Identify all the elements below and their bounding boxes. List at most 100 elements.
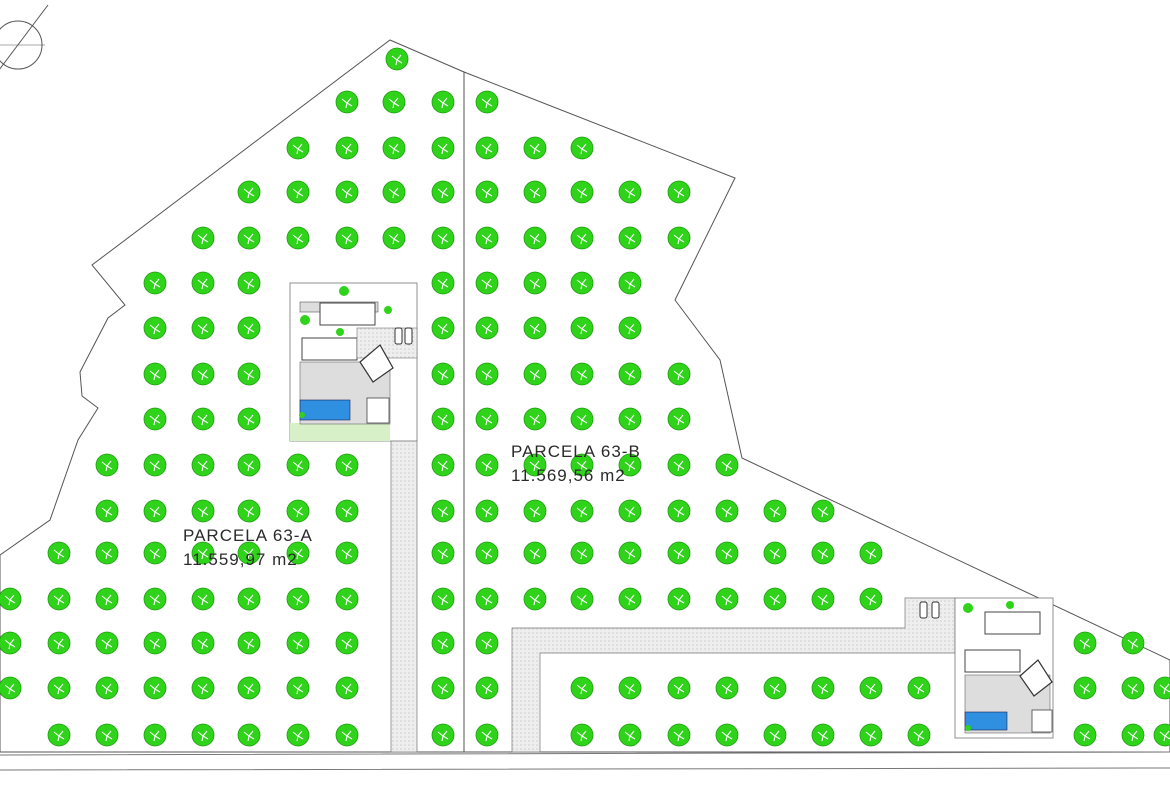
tree-icon [475,90,499,114]
tree-icon [431,136,455,160]
tree-icon [95,541,119,565]
tree-icon [1121,723,1145,747]
tree-icon [715,453,739,477]
tree-icon [286,723,310,747]
tree-icon [191,587,215,611]
tree-icon [335,587,359,611]
tree-icon [431,453,455,477]
tree-icon [570,316,594,340]
tree-icon [143,362,167,386]
tree-icon [237,541,261,565]
tree-icon [1073,723,1097,747]
tree-icon [237,271,261,295]
parcel-name: PARCELA 63-A [183,526,313,545]
tree-icon [431,271,455,295]
tree-icon [763,723,787,747]
tree-icon [811,499,835,523]
tree-icon [618,676,642,700]
tree-icon [523,316,547,340]
tree-icon [0,676,22,700]
tree-icon [715,499,739,523]
tree-icon [431,723,455,747]
tree-icon [191,676,215,700]
tree-icon [237,499,261,523]
tree-icon [335,136,359,160]
tree-icon [570,453,594,477]
tree-icon [335,226,359,250]
tree-icon [667,226,691,250]
tree-icon [1073,631,1097,655]
tree-icon [715,587,739,611]
tree-icon [618,407,642,431]
north-arrow-icon [0,4,49,70]
tree-icon [191,541,215,565]
tree-icon [667,180,691,204]
tree-icon [667,676,691,700]
house-plot-a [289,282,418,442]
tree-icon [143,676,167,700]
tree-icon [667,587,691,611]
tree-icon [811,676,835,700]
tree-icon [667,541,691,565]
tree-icon [475,676,499,700]
tree-icon [237,631,261,655]
tree-icon [667,362,691,386]
trees-layer [0,47,1170,747]
tree-icon [143,271,167,295]
tree-icon [382,180,406,204]
tree-icon [475,226,499,250]
tree-icon [382,226,406,250]
tree-icon [475,723,499,747]
tree-icon [95,499,119,523]
tree-icon [667,723,691,747]
tree-icon [1153,676,1170,700]
tree-icon [191,362,215,386]
tree-icon [237,362,261,386]
tree-icon [475,271,499,295]
tree-icon [143,316,167,340]
parcel-label-63-b: PARCELA 63-B 11.569,56 m2 [511,440,641,488]
tree-icon [523,587,547,611]
tree-icon [191,453,215,477]
tree-icon [475,407,499,431]
tree-icon [523,226,547,250]
tree-icon [715,723,739,747]
tree-icon [191,499,215,523]
tree-icon [763,676,787,700]
pool-icon [299,399,351,421]
tree-icon [1073,676,1097,700]
tree-icon [143,453,167,477]
tree-icon [191,316,215,340]
tree-icon [47,631,71,655]
tree-icon [523,271,547,295]
tree-icon [907,723,931,747]
tree-icon [570,723,594,747]
tree-icon [859,587,883,611]
tree-icon [859,676,883,700]
parcel-a-boundary [0,39,465,753]
tree-icon [47,541,71,565]
tree-icon [335,499,359,523]
tree-icon [618,541,642,565]
parcel-name: PARCELA 63-B [511,442,641,461]
tree-icon [523,499,547,523]
tree-icon [570,271,594,295]
tree-icon [763,499,787,523]
tree-icon [1121,631,1145,655]
tree-icon [431,541,455,565]
tree-icon [811,723,835,747]
tree-icon [286,499,310,523]
tree-icon [475,631,499,655]
tree-icon [47,723,71,747]
tree-icon [618,180,642,204]
tree-icon [570,407,594,431]
tree-icon [95,631,119,655]
tree-icon [570,362,594,386]
tree-icon [191,407,215,431]
tree-icon [570,226,594,250]
tree-icon [475,587,499,611]
tree-icon [763,587,787,611]
tree-icon [286,180,310,204]
tree-icon [143,499,167,523]
tree-icon [431,316,455,340]
